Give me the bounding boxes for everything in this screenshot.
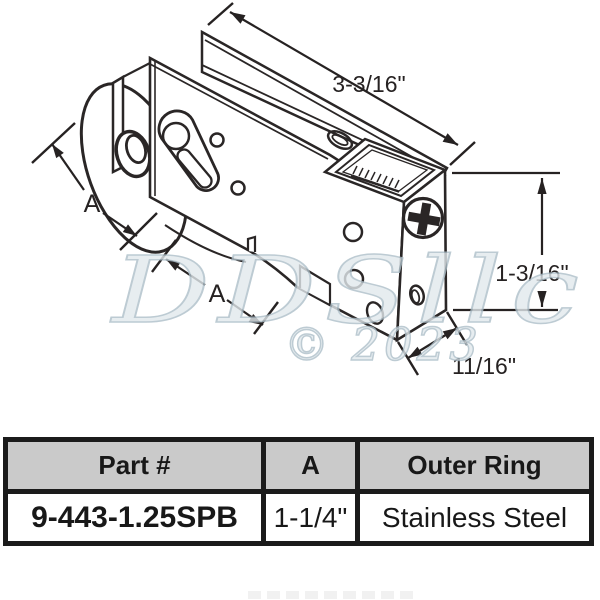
phillips-screw xyxy=(401,196,445,240)
dim-a-bottom-label: A xyxy=(209,280,226,308)
dim-height-label: 1-3/16" xyxy=(495,260,568,286)
spec-table-header-outer-ring: Outer Ring xyxy=(360,442,589,494)
roller-assembly-diagram: 3-3/16" 1-3/16" 11/16" A xyxy=(31,2,587,379)
dimension-wheel-a-bottom: A xyxy=(151,239,279,335)
spec-table: Part # A Outer Ring 9-443-1.25SPB 1-1/4"… xyxy=(3,437,594,546)
housing-top-face xyxy=(322,137,448,204)
spec-table-outer-ring-value: Stainless Steel xyxy=(381,501,568,533)
dim-a-left-label: A xyxy=(84,190,101,218)
face-holes xyxy=(209,132,365,290)
dimension-height-callout: 1-3/16" xyxy=(452,171,569,312)
watermark-year: © 2023 xyxy=(284,318,482,371)
dim-length-label: 3-3/16" xyxy=(332,71,405,97)
spec-table-a-value: 1-1/4" xyxy=(266,494,360,541)
bracket-lip-curve xyxy=(164,224,247,263)
rail-slot-hole xyxy=(326,129,354,151)
serrated-rack xyxy=(350,165,400,193)
end-face-oval-hole xyxy=(409,284,425,306)
d-tab xyxy=(365,301,385,325)
spec-table-header-part: Part # xyxy=(8,442,266,494)
dimension-depth-callout: 11/16" xyxy=(396,311,516,379)
dim-depth-label: 11/16" xyxy=(452,353,516,379)
keyhole-slot xyxy=(157,109,220,192)
dimension-length-callout: 3-3/16" xyxy=(207,2,476,166)
bottom-edge-tabs xyxy=(246,235,385,325)
dimension-wheel-a-left: A xyxy=(31,122,158,251)
watermark-name: DDSllc xyxy=(109,237,587,344)
adjustment-window xyxy=(334,143,436,198)
cropped-text-fragment xyxy=(248,591,418,599)
watermark: DDSllc © 2023 xyxy=(109,236,587,372)
wheel-hub xyxy=(114,129,152,179)
spec-table-part-number: 9-443-1.25SPB xyxy=(8,494,266,541)
spec-table-header-a: A xyxy=(266,442,360,494)
